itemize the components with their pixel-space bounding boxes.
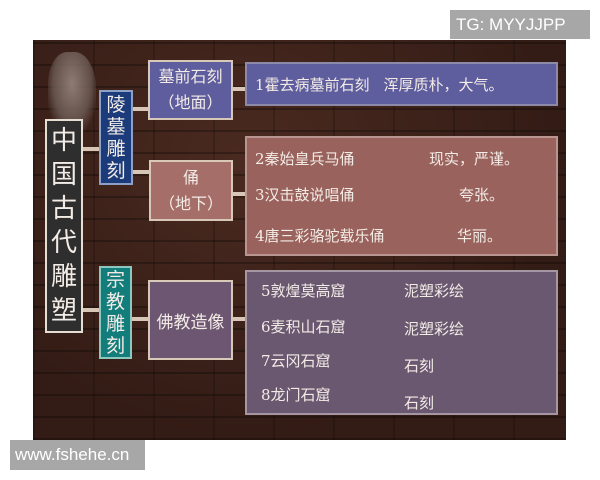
node-tomb-front-stone-carving: 墓前石刻 （地面） (148, 60, 233, 120)
connector-tomb-ground (133, 107, 148, 111)
root-char: 塑 (50, 296, 77, 326)
detail-note: 泥塑彩绘 (404, 282, 465, 300)
detail-item: 4唐三彩骆驼载乐俑 (255, 227, 385, 245)
detail-item: 6麦积山石窟 (261, 318, 346, 336)
connector-religious-buddhist (132, 317, 148, 321)
root-char: 中 (50, 126, 77, 156)
detail-note: 浑厚质朴，大气。 (383, 75, 504, 94)
stone-relief-figure-image (48, 52, 96, 132)
category-char: 教 (105, 290, 125, 313)
detail-item: 8龙门石窟 (261, 386, 331, 404)
category-tomb-sculpture: 陵 墓 雕 刻 (99, 90, 133, 185)
detail-item: 2秦始皇兵马俑 (255, 150, 355, 168)
category-char: 墓 (106, 115, 126, 138)
connector-underground-detail (233, 192, 245, 196)
detail-box-underground: 2秦始皇兵马俑 现实，严谨。 3汉击鼓说唱俑 夸张。 4唐三彩骆驼载乐俑 华丽。 (245, 136, 558, 256)
root-char: 代 (50, 228, 77, 258)
root-node-chinese-ancient-sculpture: 中 国 古 代 雕 塑 (45, 119, 83, 333)
detail-note: 现实，严谨。 (429, 150, 520, 168)
connector-root-tomb (83, 147, 99, 151)
detail-item: 3汉击鼓说唱俑 (255, 186, 355, 204)
node-buddhist-statues: 佛教造像 (148, 280, 233, 360)
category-char: 宗 (105, 268, 125, 291)
watermark-telegram: TG: MYYJJPP (450, 10, 590, 39)
detail-item: 5敦煌莫高窟 (261, 282, 346, 300)
detail-item: 7云冈石窟 (261, 352, 331, 370)
connector-buddhist-detail (233, 317, 245, 321)
watermark-url: www.fshehe.cn (10, 440, 145, 470)
detail-note: 夸张。 (459, 186, 505, 204)
category-char: 刻 (106, 159, 126, 182)
category-religious-sculpture: 宗 教 雕 刻 (99, 266, 132, 359)
node-subtitle: （地面） (158, 93, 223, 112)
connector-tomb-underground (133, 170, 149, 174)
node-title: 佛教造像 (156, 312, 225, 333)
detail-note: 泥塑彩绘 (404, 320, 465, 338)
detail-note: 石刻 (404, 394, 435, 412)
category-char: 雕 (105, 312, 125, 335)
connector-ground-detail (233, 87, 245, 91)
root-char: 古 (50, 194, 77, 224)
category-char: 雕 (106, 137, 126, 160)
root-char: 国 (50, 160, 77, 190)
detail-note: 华丽。 (457, 227, 503, 245)
root-char: 雕 (50, 262, 77, 292)
node-title: 俑 (182, 167, 199, 187)
node-figurines: 俑 （地下） (149, 160, 233, 221)
detail-note: 石刻 (404, 357, 435, 375)
category-char: 陵 (106, 93, 126, 116)
detail-box-buddhist: 5敦煌莫高窟 泥塑彩绘 6麦积山石窟 泥塑彩绘 7云冈石窟 石刻 8龙门石窟 石… (245, 270, 558, 415)
detail-item: 1霍去病墓前石刻 (255, 75, 370, 94)
connector-root-religious (83, 308, 99, 312)
node-subtitle: （地下） (158, 193, 223, 213)
category-char: 刻 (105, 334, 125, 357)
node-title: 墓前石刻 (158, 67, 223, 86)
detail-box-ground: 1霍去病墓前石刻 浑厚质朴，大气。 (245, 62, 558, 106)
